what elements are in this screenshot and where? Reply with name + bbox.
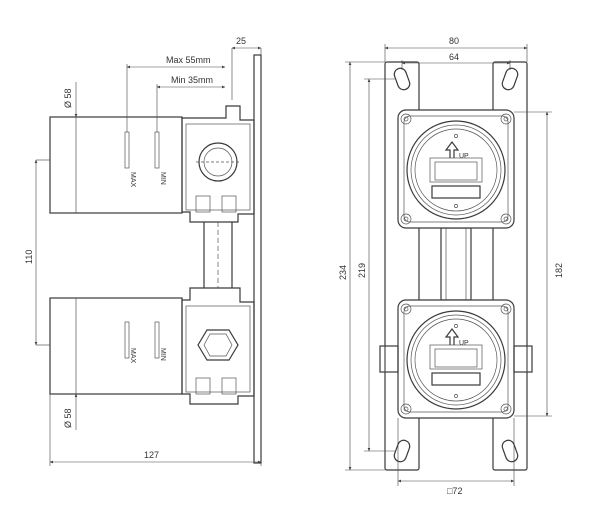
- max-label-bottom: MAX: [129, 348, 136, 364]
- max-slot-top: [124, 131, 130, 169]
- bottom-box: [397, 299, 515, 419]
- up-label-top: UP: [459, 153, 469, 160]
- dim-box-72: □72: [447, 486, 462, 496]
- slot-top-left: [393, 67, 411, 91]
- connector-pipe: [440, 227, 472, 301]
- dim-dia-top: Ø 58: [63, 88, 73, 108]
- top-cylinder: [49, 116, 183, 214]
- dim-dia-bottom: Ø 58: [63, 408, 73, 428]
- bottom-dial: [406, 310, 506, 410]
- min-slot-bottom: [154, 321, 160, 359]
- up-label-bottom: UP: [459, 340, 469, 347]
- front-view: UP UP 80 64: [338, 36, 564, 496]
- min-slot-top: [154, 131, 160, 169]
- dim-127: 127: [144, 450, 159, 460]
- up-arrow-icon: [444, 141, 460, 158]
- min-label-top: MIN: [159, 172, 166, 185]
- dim-max-55: Max 55mm: [166, 55, 211, 65]
- bottom-cylinder: [49, 297, 183, 395]
- slot-top-right: [501, 67, 519, 91]
- dim-64: 64: [449, 52, 459, 62]
- slot-bottom-right: [501, 439, 519, 463]
- dim-234: 234: [338, 265, 348, 280]
- top-box: [397, 109, 515, 229]
- right-port: [513, 345, 533, 373]
- top-dial: [406, 120, 506, 220]
- dim-219: 219: [357, 263, 367, 278]
- wall-plate: [253, 54, 262, 464]
- side-view: MAX MIN MAX MIN 25: [24, 36, 262, 466]
- dim-min-35: Min 35mm: [171, 75, 213, 85]
- min-label-bottom: MIN: [159, 348, 166, 361]
- dim-25: 25: [236, 36, 246, 46]
- dim-80: 80: [449, 36, 459, 46]
- bottom-hex-nut: [197, 329, 239, 361]
- dim-182: 182: [554, 263, 564, 278]
- bottom-housing: [181, 287, 255, 405]
- max-slot-bottom: [124, 321, 130, 359]
- up-arrow-icon-bottom: [444, 328, 460, 345]
- top-housing: [181, 105, 255, 223]
- dim-110: 110: [24, 250, 34, 264]
- max-label-top: MAX: [129, 172, 136, 188]
- left-port: [379, 345, 399, 373]
